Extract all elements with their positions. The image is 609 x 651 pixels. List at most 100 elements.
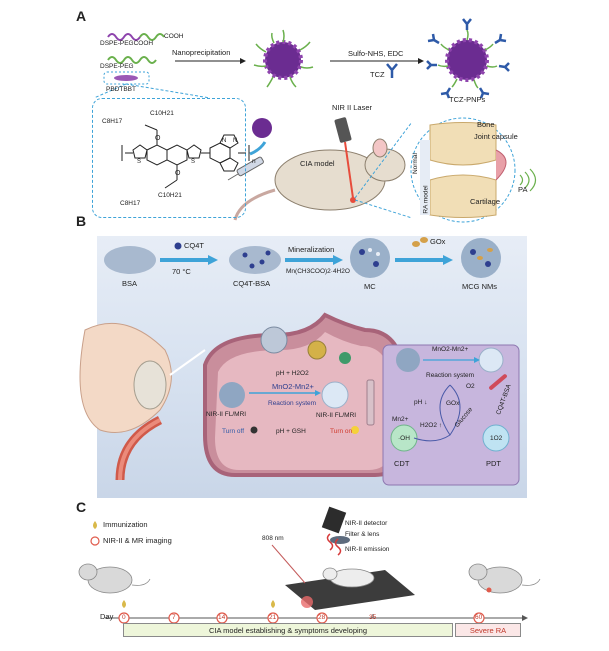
filter-lens-label: Filter & lens (345, 531, 380, 538)
severe-ra-box: Severe RA (455, 623, 521, 637)
gox-label: GOx (430, 237, 446, 246)
day-label-60: 60 (475, 614, 483, 621)
day-label-14: 14 (218, 614, 226, 621)
mcg-in-cell-left (219, 382, 245, 408)
nir-laser-device (334, 117, 354, 199)
mcg-nanoparticle (461, 238, 501, 278)
inset-ph-label: pH ↓ (414, 399, 428, 406)
ph-gsh-label: pH + GSH (276, 428, 306, 435)
mn-reagent-label: Mn(CH3COO)2·4H2O (286, 268, 350, 275)
bone-label: Bone (477, 120, 495, 129)
stage-label: CIA model establishing & symptoms develo… (209, 625, 367, 635)
chem-n-label: n (252, 158, 256, 165)
inset-1o2-label: 1O2 (490, 435, 503, 442)
dspe-pegcooh-label: DSPE-PEGCOOH (100, 40, 154, 47)
mc-label: MC (364, 282, 376, 291)
pbdtbbt-ellipse (114, 75, 138, 81)
dspe-pegcooh-chain (107, 33, 141, 41)
laser-label: NIR II Laser (332, 103, 373, 112)
svg-text:N: N (222, 138, 226, 144)
inset-mn-label: Mn2+ (392, 416, 409, 423)
joint-capsule-label: Joint capsule (474, 132, 518, 141)
inset-reaction-label: Reaction system (426, 372, 475, 379)
pa-label: PA (518, 185, 528, 194)
day-label-35: 35 (369, 614, 377, 621)
inset-mno2-label: MnO2-Mn2+ (432, 346, 469, 353)
pbdtbbt-label: PBDTBBT (106, 86, 136, 93)
chem-c8h17-top: C8H17 (102, 118, 123, 125)
day-label-0: 0 (122, 614, 126, 621)
ra-model-label: RA model (422, 185, 430, 214)
cq4t-bsa-complex (229, 246, 281, 274)
joint-illustration (410, 117, 516, 223)
immunization-marker-day-0 (122, 600, 126, 608)
pdt-sphere (482, 424, 510, 452)
mitochondrion-icon (339, 352, 351, 364)
inset-h2o2-label: H2O2 ↑ (420, 422, 443, 429)
panel-b-letter: B (76, 213, 87, 229)
pbdtbbt-structure (121, 124, 250, 189)
nir-detector-camera (321, 506, 347, 534)
gox-icon (412, 237, 428, 247)
inset-gox-label: GOx (446, 400, 460, 407)
day-label-7: 7 (172, 614, 176, 621)
ph-h2o2-label: pH + H2O2 (276, 370, 309, 377)
day-label-21: 21 (269, 614, 277, 621)
wavelength-label: 808 nm (262, 535, 284, 542)
nir-fl-mri-right: NIR-II FL/MRI (316, 412, 357, 419)
pdt-label: PDT (486, 459, 501, 468)
cdt-label: CDT (394, 459, 410, 468)
tcz-pnp-nanoparticle (426, 18, 510, 99)
knee-illustration (79, 322, 172, 481)
legend-immunization: Immunization (103, 520, 148, 529)
cdt-sphere (390, 424, 418, 452)
nir-fl-mri-left: NIR-II FL/MRI (206, 411, 247, 418)
mcg-label: MCG NMs (462, 282, 497, 291)
mouse-day0 (78, 563, 151, 594)
panel-c-letter: C (76, 499, 87, 515)
svg-text:S: S (137, 159, 141, 165)
immunization-marker-day-21 (271, 600, 275, 608)
svg-text:O: O (155, 135, 161, 142)
temp-label: 70 °C (172, 267, 191, 276)
imaging-legend-icon (90, 536, 100, 546)
coupling-label: Sulfo-NHS, EDC (348, 49, 404, 58)
turn-off-bulb (250, 426, 258, 434)
endocytosis-particle (260, 326, 288, 354)
turn-on-bulb (351, 426, 359, 434)
legend-imaging: NIR-II & MR imaging (103, 536, 172, 545)
cq4t-bsa-label: CQ4T-BSA (233, 279, 271, 288)
day-markers (118, 600, 485, 624)
chem-c10h21-top: C10H21 (150, 110, 174, 117)
reaction-system-label: Reaction system (268, 400, 317, 407)
svg-text:S: S (191, 159, 195, 165)
chem-c8h17-bot: C8H17 (120, 200, 141, 207)
tcz-antibody-icon (386, 63, 398, 78)
bsa-label: BSA (122, 279, 138, 288)
svg-text:N: N (233, 138, 237, 144)
nanoparticle-1 (253, 29, 314, 88)
mc-nanoparticle (350, 238, 390, 278)
tcz-label: TCZ (370, 70, 385, 79)
nir-detector-label: NIR-II detector (345, 520, 388, 527)
nanoprecipitation-label: Nanoprecipitation (172, 48, 231, 57)
normal-label: Normal (411, 153, 419, 175)
turn-on-label: Turn on (330, 428, 353, 435)
inset-oh-label: ·OH (398, 435, 410, 442)
cq4t-dot (174, 242, 182, 250)
cooh-label: COOH (164, 33, 184, 40)
immunization-legend-icon (93, 521, 97, 529)
mechanism-inset (382, 344, 520, 486)
chemical-structure-box (92, 98, 246, 218)
nir-emission-label: NIR-II emission (345, 546, 390, 553)
cartilage-label: Cartilage (470, 197, 501, 206)
tcz-pnps-label: TCZ-PNPs (449, 95, 486, 104)
dspe-peg-chain (107, 56, 157, 64)
day-axis-label: Day (100, 612, 114, 621)
stage-bar: CIA model establishing & symptoms develo… (123, 623, 453, 637)
cq4t-label: CQ4T (184, 241, 205, 250)
chem-c10h21-bot: C10H21 (158, 192, 182, 199)
bsa-protein (104, 246, 156, 274)
organelle-icon (307, 340, 327, 360)
